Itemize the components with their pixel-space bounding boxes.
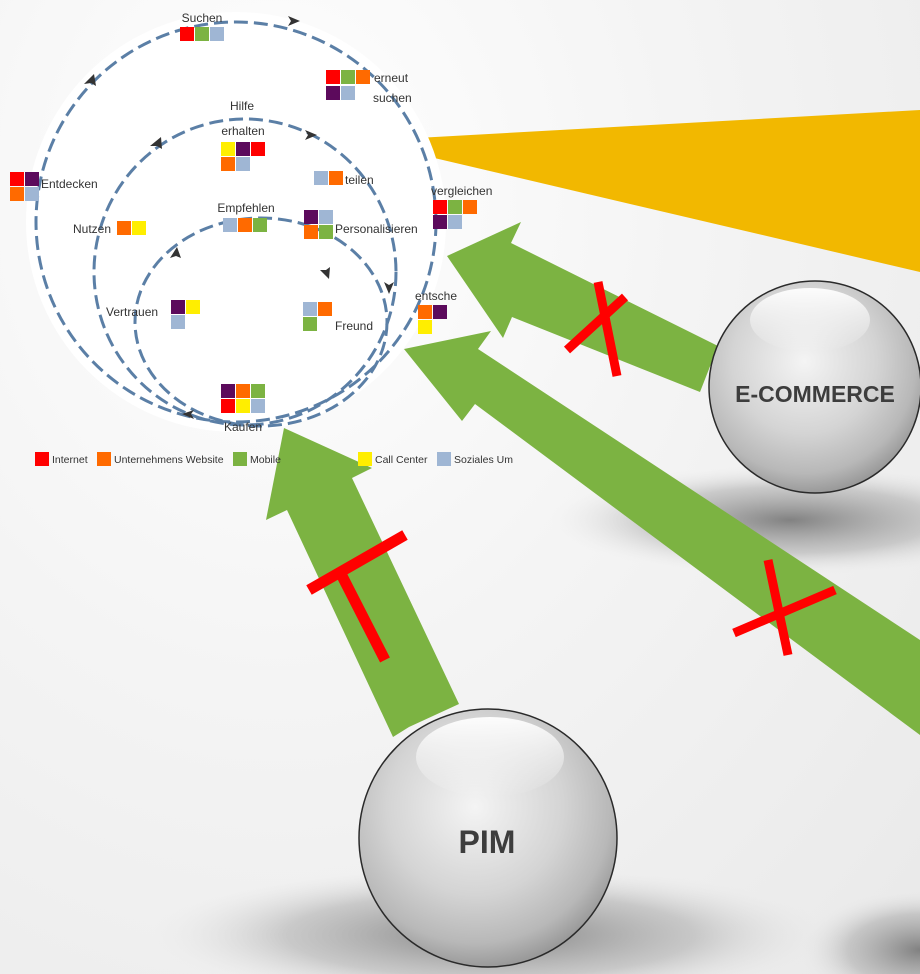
ecommerce-label: E-COMMERCE xyxy=(735,381,895,407)
squares-teilen xyxy=(314,171,343,185)
squares-personalisieren xyxy=(304,210,333,239)
legend-label-social: Soziales Um xyxy=(454,454,513,466)
label-kaufen: Kaufen xyxy=(224,420,262,434)
squares-freund xyxy=(303,302,332,331)
cross-bottomright xyxy=(732,559,837,656)
legend-swatch-callcenter xyxy=(358,452,372,466)
chevron-down-icon xyxy=(384,282,394,294)
chevron-up-icon xyxy=(170,247,181,258)
label-entscheiden: entsche xyxy=(415,289,457,303)
arrow-ecommerce-to-cycle xyxy=(447,222,718,392)
legend-label-website: Unternehmens Website xyxy=(114,454,224,466)
yellow-beam xyxy=(362,110,920,272)
cross-pim xyxy=(306,530,408,663)
squares-entscheiden xyxy=(418,305,447,334)
chevron-right-icon xyxy=(305,130,317,140)
label-empfehlen: Empfehlen xyxy=(217,201,274,215)
squares-vertrauen xyxy=(171,300,200,329)
corner-shadow xyxy=(800,890,920,974)
chevron-up-icon xyxy=(84,74,96,86)
legend-swatch-social xyxy=(437,452,451,466)
chevron-down-icon xyxy=(320,267,330,279)
middle-ring xyxy=(92,117,398,427)
squares-nutzen xyxy=(117,221,146,235)
legend: Internet Unternehmens Website Mobile Cal… xyxy=(35,452,513,466)
legend-label-callcenter: Call Center xyxy=(375,454,428,466)
squares-suchen xyxy=(180,27,224,41)
arrow-pim-to-cycle xyxy=(266,428,459,737)
legend-swatch-mobile xyxy=(233,452,247,466)
label-vertrauen: Vertrauen xyxy=(106,305,158,319)
legend-label-mobile: Mobile xyxy=(250,454,281,466)
arrow-bottomright-to-cycle xyxy=(404,331,920,735)
label-erneut-suchen: suchen xyxy=(373,91,412,105)
squares-kaufen xyxy=(221,384,265,413)
label-teilen: teilen xyxy=(345,173,374,187)
legend-swatch-website xyxy=(97,452,111,466)
chevron-left-icon xyxy=(182,410,194,419)
label-hilfe: Hilfe xyxy=(230,99,254,113)
label-entdecken: Entdecken xyxy=(41,177,98,191)
pim-sphere[interactable]: PIM xyxy=(358,708,618,968)
squares-erneut-suchen xyxy=(326,70,370,100)
squares-hilfe-erhalten xyxy=(221,142,265,171)
label-suchen: Suchen xyxy=(182,11,223,25)
chevron-up-icon xyxy=(150,137,162,149)
squares-vergleichen xyxy=(433,200,477,229)
cross-ecommerce xyxy=(563,281,629,377)
pim-label: PIM xyxy=(459,824,516,860)
chevron-right-icon xyxy=(288,16,300,26)
label-personalisieren: Personalisieren xyxy=(335,222,418,236)
label-freund: Freund xyxy=(335,319,373,333)
label-erhalten: erhalten xyxy=(221,124,264,138)
legend-swatch-internet xyxy=(35,452,49,466)
ecommerce-sphere[interactable]: E-COMMERCE xyxy=(708,280,920,494)
label-erneut: erneut xyxy=(374,71,409,85)
squares-empfehlen xyxy=(223,218,267,232)
legend-label-internet: Internet xyxy=(52,454,88,466)
label-nutzen: Nutzen xyxy=(73,222,111,236)
label-vergleichen: vergleichen xyxy=(431,184,492,198)
squares-entdecken xyxy=(10,172,39,201)
